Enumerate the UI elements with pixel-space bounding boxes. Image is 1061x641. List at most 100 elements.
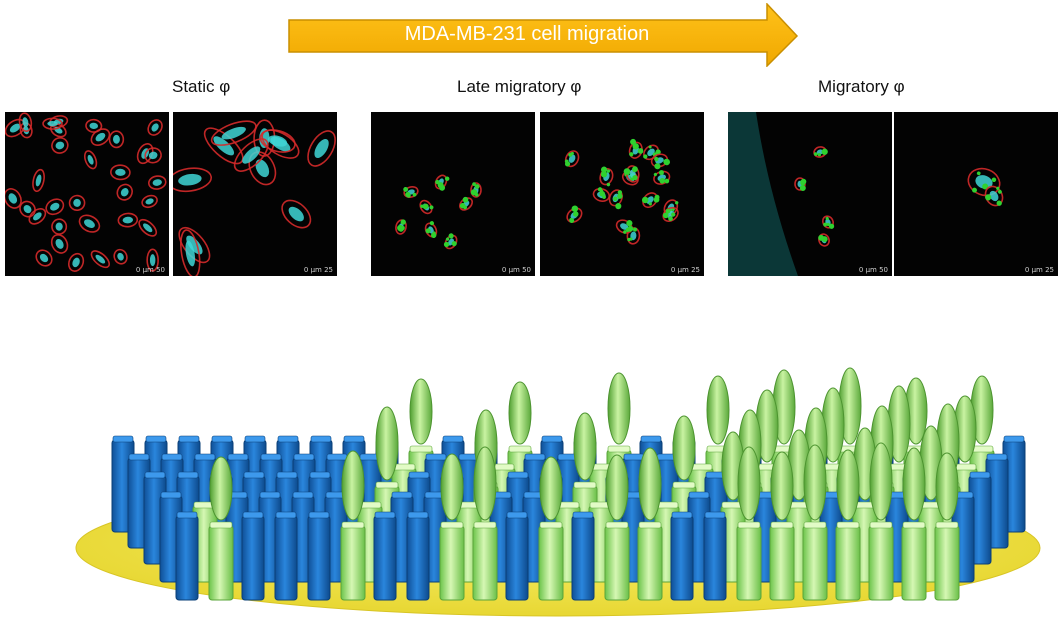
scale-bar-label: 0 μm 25 [1024,266,1054,274]
filopodium-spike [409,378,433,445]
cell [19,200,36,218]
filopodium-spike [605,454,629,521]
phase-label-late-migratory: Late migratory φ [457,77,582,96]
cell [138,218,158,237]
micrograph-late-2: 0 μm 25 [540,112,704,276]
blue-pillar [307,511,331,601]
filopodium-spike [770,451,794,521]
cell [147,119,163,136]
cell [180,229,201,276]
green-pillar [769,451,795,601]
filopodium-spike [737,446,761,521]
micrograph-migratory-1: 0 μm 50 [728,112,892,276]
arrow-label: MDA-MB-231 cell migration [404,23,650,45]
cell [419,199,434,215]
green-pillar [802,444,828,601]
blue-pillar [241,511,265,601]
cell [35,249,53,267]
filopodium-spike [607,372,631,445]
migration-arrow: MDA-MB-231 cell migration [287,3,799,67]
filopodium-spike [638,447,662,521]
cell [68,252,85,272]
cell [794,177,807,192]
cell [5,188,22,209]
blue-pillar [373,511,397,601]
cell [967,167,1001,197]
arrow-shape [288,3,799,67]
cell [470,182,482,198]
filopodium-spike [375,406,399,481]
cell [813,146,828,158]
filopodium-spike [706,375,730,445]
cell [116,183,133,201]
cell [641,192,660,209]
micrograph-migratory-2: 0 μm 25 [894,112,1058,276]
cell [110,164,131,181]
cell [608,189,623,210]
scale-bar-label: 0 μm 25 [670,266,700,274]
cell [210,120,257,146]
cell [83,150,98,170]
cell [259,129,296,153]
cell [117,212,139,228]
cell [459,196,473,211]
cell [821,215,835,229]
scale-bar-label: 0 μm 50 [501,266,531,274]
micrograph-static-2: 0 μm 25 [173,112,337,276]
cell [68,194,86,212]
scale-bar-label: 0 μm 25 [303,266,333,274]
filopodium-spike [539,456,563,521]
green-pillar [868,442,894,601]
cell [818,233,830,247]
pillar-scene [75,367,1041,617]
cell [307,130,336,167]
cell [108,130,125,149]
cell [424,221,438,239]
blue-pillar [571,511,595,601]
cell [113,248,128,265]
green-pillar [637,447,663,601]
cell [45,198,65,216]
cell [148,175,167,190]
green-pillar [538,456,564,601]
filopodium-spike [836,449,860,521]
cell [395,219,407,235]
cell [146,248,159,272]
blue-pillar [175,511,199,601]
scale-bar-label: 0 μm 50 [858,266,888,274]
filopodium-spike [935,452,959,521]
cell [51,218,68,235]
filopodium-spike [902,447,926,521]
filopodium-spike [473,446,497,521]
green-pillar [901,447,927,601]
cell [599,166,614,187]
cell [28,208,47,225]
filopodium-spike [341,450,365,521]
blue-pillar [505,511,529,601]
scale-bar-label: 0 μm 50 [135,266,165,274]
cell [141,194,158,209]
cell [650,153,670,170]
micrograph-static-1: 0 μm 50 [5,112,169,276]
cell [144,147,162,164]
filopodium-spike [209,456,233,521]
cell [628,138,644,159]
filopodium-spike [440,453,464,521]
cell [623,165,640,183]
filopodium-spike [869,442,893,521]
cell [50,234,69,254]
cell [662,206,679,222]
green-pillar [736,446,762,601]
cell [90,128,111,146]
blue-pillar [406,511,430,601]
cell [90,250,111,269]
green-pillar [439,453,465,601]
green-pillar [604,454,630,601]
cell [564,150,580,168]
green-pillar [340,450,366,601]
green-pillar [835,449,861,601]
filopodium-spike [508,381,532,445]
filopodium-spike [803,444,827,521]
cell [18,112,33,133]
cell [653,170,671,185]
